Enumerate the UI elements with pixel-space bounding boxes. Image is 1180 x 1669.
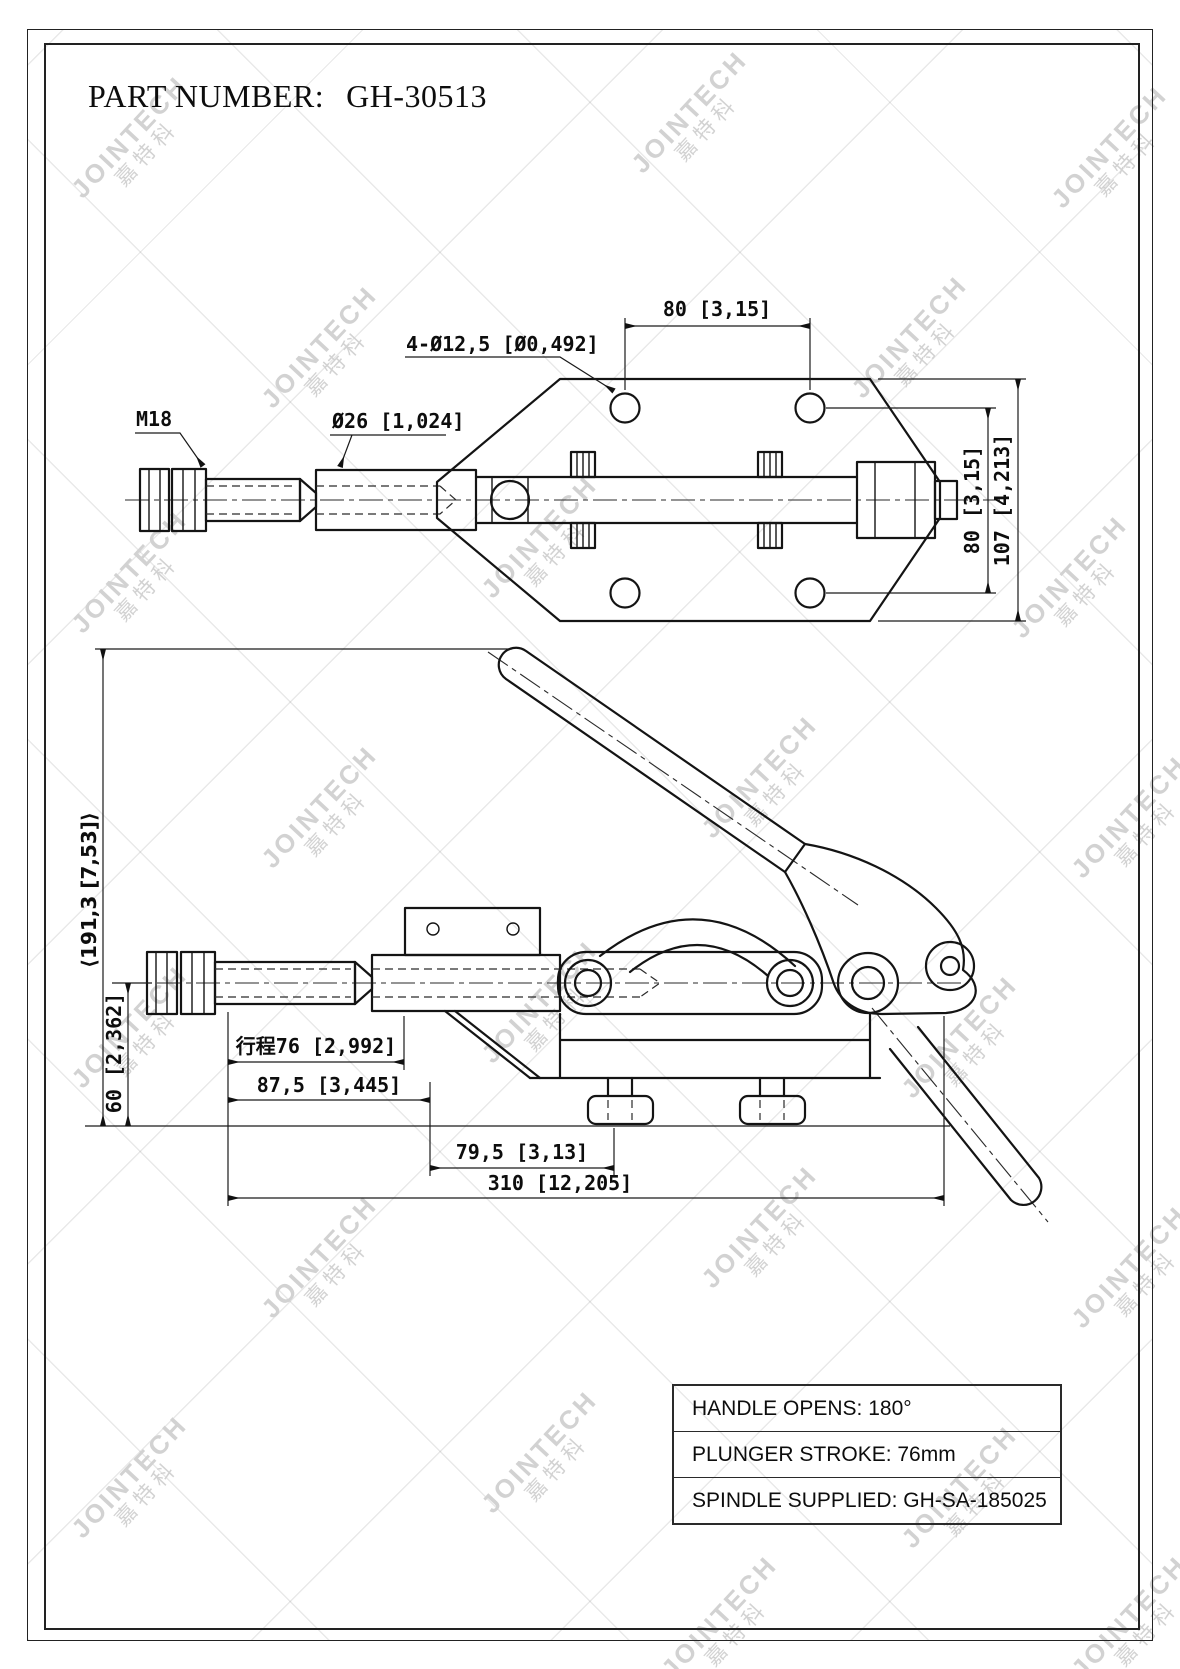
side-view [118, 646, 1049, 1223]
spec-row-plunger-stroke: PLUNGER STROKE: 76mm [674, 1431, 1060, 1477]
spec-table: HANDLE OPENS: 180° PLUNGER STROKE: 76mm … [672, 1384, 1062, 1525]
dim-hole-spacing-v: 80 [3,15] [960, 446, 984, 554]
dim-len-front: 79,5 [3,13] [456, 1140, 588, 1164]
spec-row-handle-opens: HANDLE OPENS: 180° [692, 1396, 912, 1420]
dim-open-height: ⟨191,3 [7,53]⟩ [77, 812, 101, 968]
part-number-label: PART NUMBER: [88, 78, 325, 114]
dim-thread: M18 [136, 407, 172, 431]
dim-stroke: 行程76 [2,992] [235, 1034, 396, 1058]
top-view [125, 377, 1000, 623]
part-number-value: GH-30513 [346, 78, 488, 114]
dim-plunger-dia: Ø26 [1,024] [331, 409, 464, 433]
sheet-border-outer [27, 29, 1153, 1641]
watermark-crosshatch [28, 30, 1152, 1640]
sheet-border-inner [44, 43, 1140, 1630]
dim-overall-length: 310 [12,205] [488, 1171, 633, 1195]
dim-hole-spacing-h: 80 [3,15] [663, 297, 771, 321]
dim-len-mid: 87,5 [3,445] [257, 1073, 402, 1097]
page-title: PART NUMBER: GH-30513 [88, 78, 487, 115]
dim-hole-callout: 4-Ø12,5 [Ø0,492] [406, 332, 599, 356]
dim-base-height: 60 [2,362] [102, 993, 126, 1113]
side-view-dimensions: ⟨191,3 [7,53]⟩ 60 [2,362] 行程76 [2,992] 8… [77, 648, 950, 1206]
top-view-dimensions: 80 [3,15] 4-Ø12,5 [Ø0,492] M18 Ø26 [1,02… [135, 297, 1026, 622]
dim-base-width: 107 [4,213] [990, 434, 1014, 566]
spec-row-spindle-supplied: SPINDLE SUPPLIED: GH-SA-185025 [674, 1477, 1060, 1523]
